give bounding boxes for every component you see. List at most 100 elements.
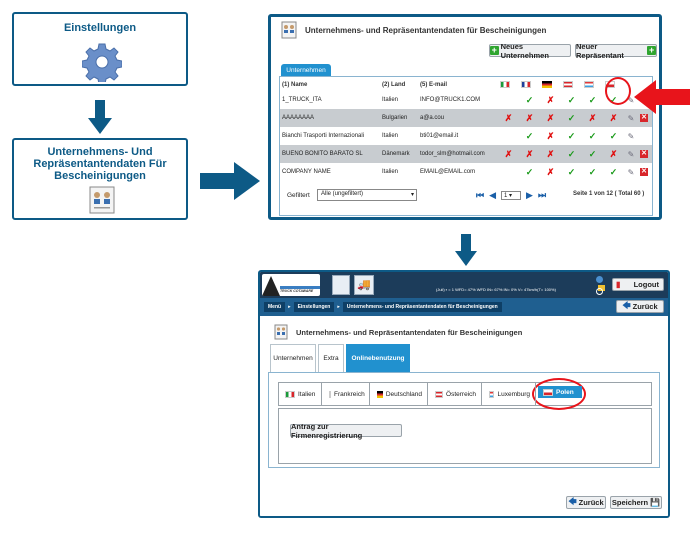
breadcrumb-settings[interactable]: Einstellungen <box>293 302 335 312</box>
breadcrumb-menu[interactable]: Menü <box>264 302 286 312</box>
gear-icon <box>82 43 122 82</box>
logout-button[interactable]: ▮ Logout <box>612 278 664 291</box>
flag-de-icon <box>540 79 561 91</box>
row-email: todor_slm@hotmail.com <box>420 151 485 157</box>
empty-cell <box>498 163 519 181</box>
check-icon: ✓ <box>567 130 576 141</box>
tachograph-icon <box>332 275 350 295</box>
tab-panel <box>268 372 660 468</box>
check-icon: ✓ <box>567 166 576 177</box>
country-tab-fr[interactable]: Frankreich <box>324 383 370 405</box>
filter-select[interactable]: Alle (ungefiltert) ▾ <box>317 189 417 201</box>
cross-icon: ✗ <box>588 112 597 123</box>
arrow-right-icon <box>200 162 260 200</box>
help-icon[interactable] <box>596 288 603 295</box>
last-page-icon[interactable]: ⏭ <box>537 189 547 200</box>
flag-lu-icon <box>582 79 603 91</box>
check-icon: ✓ <box>525 94 534 105</box>
tab-unternehmen[interactable]: Unternehmen <box>281 64 331 76</box>
tab-onlinebenutzung[interactable]: Onlinebenutzung <box>346 344 410 372</box>
save-button[interactable]: Speichern 💾 <box>610 496 662 509</box>
row-country: Italien <box>382 133 399 139</box>
company-data-card[interactable]: Unternehmens- Und Repräsentantendaten Fü… <box>12 138 188 220</box>
company-table: (1) Name (2) Land (5) E-mail 1_TRUCK_ITA… <box>280 79 652 181</box>
app-page-title: Unternehmens- und Repräsentantendaten fü… <box>296 328 523 337</box>
cross-icon: ✗ <box>609 148 618 159</box>
row-name: BUENO BONITO BARATO SL <box>282 151 363 157</box>
document-icon <box>89 186 115 214</box>
edit-icon[interactable]: ✎ <box>627 131 635 141</box>
document-icon <box>274 324 288 340</box>
new-company-button[interactable]: + Neues Unternehmen <box>489 42 571 60</box>
document-icon <box>281 21 297 39</box>
new-representative-button[interactable]: Neuer Repräsentant + <box>575 42 657 60</box>
country-tab-it[interactable]: Italien <box>280 383 322 405</box>
flag-de-icon <box>377 390 383 398</box>
next-page-icon[interactable]: ▶ <box>526 189 533 200</box>
cross-icon: ✗ <box>546 166 555 177</box>
row-email: a@a.cou <box>420 115 445 121</box>
check-icon: ✓ <box>588 148 597 159</box>
country-tab-pl[interactable]: Polen <box>538 386 582 398</box>
country-tab-de[interactable]: Deutschland <box>372 383 428 405</box>
truck-logo-icon <box>262 276 320 296</box>
delete-icon[interactable]: ✕ <box>640 114 648 122</box>
column-name[interactable]: (1) Name <box>282 82 308 88</box>
row-email: INFO@TRUCK1.COM <box>420 97 481 103</box>
column-email[interactable]: (5) E-mail <box>420 82 448 88</box>
column-country[interactable]: (2) Land <box>382 82 406 88</box>
check-icon: ✓ <box>567 148 576 159</box>
row-name: Bianchi Trasporti Internazionali <box>282 133 365 139</box>
back-button[interactable]: 🡄 Zurück <box>566 496 606 509</box>
flag-at-icon <box>561 79 582 91</box>
prev-page-icon[interactable]: ◀ <box>489 189 497 200</box>
country-tab-lu[interactable]: Luxemburg <box>484 383 536 405</box>
info-icon[interactable] <box>596 276 603 283</box>
row-name: 1_TRUCK_ITA <box>282 97 322 103</box>
flag-lu-icon <box>489 390 495 398</box>
delete-icon[interactable]: ✕ <box>640 168 648 176</box>
first-page-icon[interactable]: ⏮ <box>476 189 485 200</box>
back-arrow-icon: 🡄 <box>568 496 577 506</box>
edit-icon[interactable]: ✎ <box>627 167 635 177</box>
red-arrow-icon <box>634 80 690 114</box>
logout-icon: ▮ <box>616 280 621 289</box>
breadcrumb-company-data[interactable]: Unternehmens- und Repräsentantendaten fü… <box>342 302 502 312</box>
check-icon: ✓ <box>525 130 534 141</box>
truck-icon: 🚚 <box>354 275 374 295</box>
tab-extra[interactable]: Extra <box>318 344 344 372</box>
check-icon: ✓ <box>525 166 534 177</box>
save-icon: 💾 <box>650 498 661 507</box>
flag-it-icon <box>285 390 295 398</box>
flag-fr-icon <box>329 390 331 398</box>
highlight-ellipse <box>532 378 586 410</box>
row-name: AAAAAAAA <box>282 115 315 121</box>
edit-icon[interactable]: ✎ <box>627 95 635 105</box>
arrow-down-icon <box>455 234 477 266</box>
pagination: ⏮ ◀ 1 ▾ ▶ ⏭ <box>476 189 546 201</box>
highlight-circle <box>605 77 631 105</box>
delete-icon[interactable]: ✕ <box>640 150 648 158</box>
register-company-button[interactable]: Antrag zur Firmenregistrierung <box>290 422 402 440</box>
flag-at-icon <box>435 390 444 398</box>
breadcrumb: Menü ▸ Einstellungen ▸ Unternehmens- und… <box>264 302 502 312</box>
tab-unternehmen[interactable]: Unternehmen <box>270 344 316 372</box>
app-logo: TRUCK COTAWARE <box>262 274 320 296</box>
status-bar: (Juli) ▪ = 1 WFD= 47% WFD IN= 67% IN= 0%… <box>436 287 556 292</box>
edit-icon[interactable]: ✎ <box>627 113 635 123</box>
check-icon: ✓ <box>588 130 597 141</box>
cross-icon: ✗ <box>546 130 555 141</box>
edit-icon[interactable]: ✎ <box>627 149 635 159</box>
settings-card[interactable]: Einstellungen <box>12 12 188 86</box>
settings-title: Einstellungen <box>63 22 137 34</box>
country-tab-at[interactable]: Österreich <box>430 383 482 405</box>
page-select[interactable]: 1 ▾ <box>501 190 522 200</box>
cross-icon: ✗ <box>525 112 534 123</box>
app-header <box>260 272 668 298</box>
back-button-top[interactable]: 🡄 Zurück <box>616 300 664 313</box>
